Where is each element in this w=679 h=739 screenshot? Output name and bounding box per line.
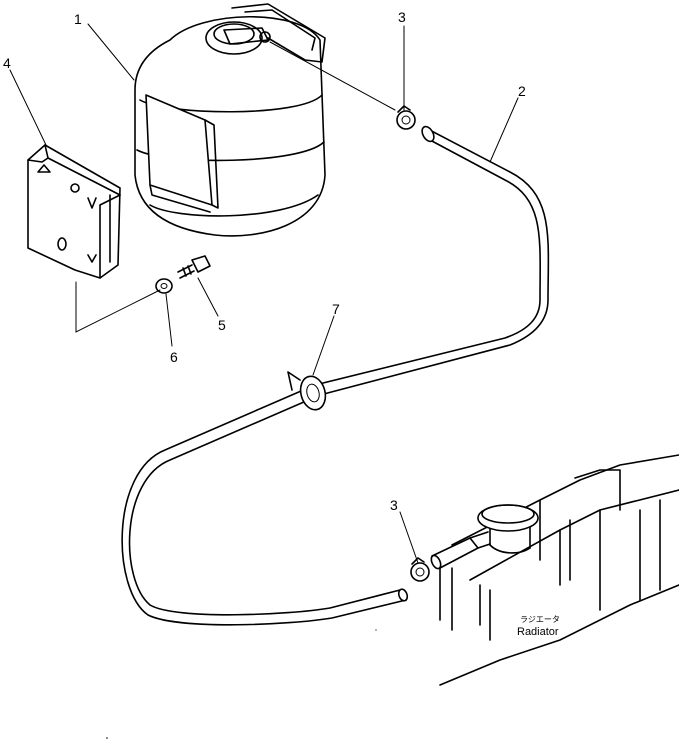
callout-3-lower: 3 [390, 497, 398, 513]
radiator-label-en: Radiator [517, 626, 559, 638]
leader-lines [9, 23, 519, 564]
radiator-label-jp: ラジエータ [520, 615, 560, 624]
washer [155, 278, 173, 294]
callout-4: 4 [3, 55, 11, 71]
bolt [177, 255, 211, 279]
mounting-bracket [27, 144, 121, 279]
reservoir-tank [134, 3, 326, 237]
callout-3-upper: 3 [398, 9, 406, 25]
overflow-hose [121, 125, 550, 626]
tank-outlet-line [269, 41, 396, 111]
callout-7: 7 [332, 301, 340, 317]
callout-2: 2 [518, 83, 526, 99]
radiator [430, 454, 679, 686]
hose-clamp-lower [410, 557, 430, 582]
hose-clamp-upper [396, 105, 416, 130]
callout-5: 5 [218, 317, 226, 333]
callout-6: 6 [170, 349, 178, 365]
bracket-link-line [75, 281, 161, 333]
hose-clip [287, 371, 327, 411]
callout-1: 1 [74, 11, 82, 27]
